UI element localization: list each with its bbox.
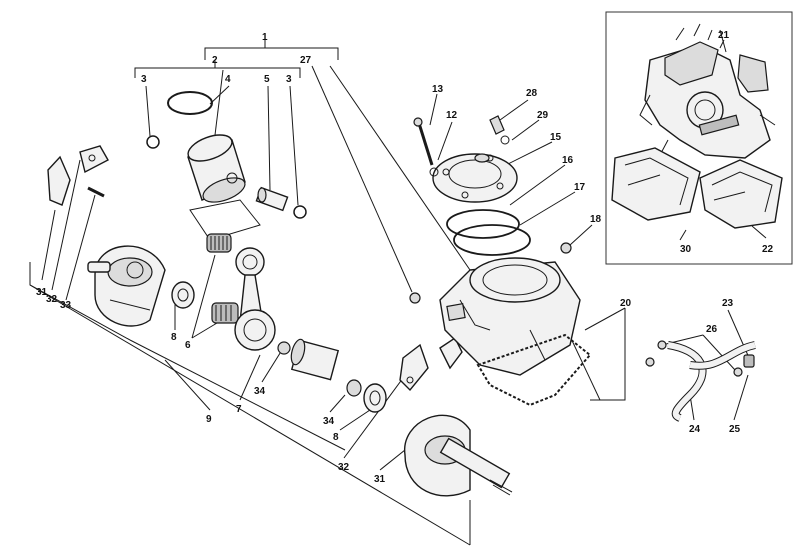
callout-label: 23 xyxy=(722,298,734,309)
callout-label: 34 xyxy=(323,416,335,427)
callout-label: 27 xyxy=(300,55,312,66)
needle-bearing-large xyxy=(211,302,239,324)
bearing-34 xyxy=(346,379,362,397)
crankshaft-right-half xyxy=(404,414,513,497)
callout-label: 26 xyxy=(706,324,718,335)
o-ring-16 xyxy=(446,209,520,239)
callout-label: 30 xyxy=(680,244,692,255)
callout-label: 6 xyxy=(185,340,191,351)
callout-label: 20 xyxy=(620,298,632,309)
callout-labels: 1 2 3 4 5 3 27 13 28 12 29 15 16 17 18 2… xyxy=(36,30,774,485)
hose-assembly xyxy=(645,340,756,422)
callout-label: 22 xyxy=(762,244,774,255)
callout-label: 28 xyxy=(526,88,538,99)
gasket-plate-right xyxy=(439,336,463,370)
thrust-washer-left xyxy=(171,281,195,309)
callout-label: 25 xyxy=(729,424,741,435)
seal-plate-left xyxy=(47,155,71,206)
callout-label: 3 xyxy=(141,74,147,85)
callout-label: 5 xyxy=(264,74,270,85)
o-ring-17 xyxy=(453,224,531,256)
oil-seal-27 xyxy=(409,292,421,304)
callout-label: 16 xyxy=(562,155,574,166)
thrust-washer-right xyxy=(363,383,387,413)
callout-label: 24 xyxy=(689,424,701,435)
callout-label: 8 xyxy=(171,332,177,343)
inset-panel xyxy=(605,11,793,265)
needle-bearing-small xyxy=(206,233,232,253)
callout-label: 32 xyxy=(46,294,58,305)
washer-12 xyxy=(429,167,439,177)
callout-label: 31 xyxy=(36,287,48,298)
callout-label: 9 xyxy=(206,414,212,425)
nut-18 xyxy=(560,242,572,254)
circlip-left xyxy=(146,135,160,149)
piston-ring-top xyxy=(167,91,213,115)
engine-assembly xyxy=(639,23,776,159)
callout-label: 18 xyxy=(590,214,602,225)
bolt-33 xyxy=(87,186,105,198)
head-bolt-13 xyxy=(416,119,434,166)
cylinder xyxy=(439,257,581,376)
seal-plate-right xyxy=(399,343,429,392)
callout-label: 29 xyxy=(537,110,549,121)
callout-label: 3 xyxy=(286,74,292,85)
callout-label: 31 xyxy=(374,474,386,485)
callout-label: 8 xyxy=(333,432,339,443)
callout-label: 2 xyxy=(212,55,218,66)
boot-right xyxy=(699,159,783,229)
callout-label: 13 xyxy=(432,84,444,95)
callout-label: 21 xyxy=(718,30,730,41)
callout-label: 15 xyxy=(550,132,562,143)
cylinder-head xyxy=(432,153,518,203)
washer-29 xyxy=(500,135,510,145)
piston-pin xyxy=(255,186,289,212)
washer-small xyxy=(277,341,291,355)
circlip-right xyxy=(293,205,307,219)
callout-label: 1 xyxy=(262,32,268,43)
callout-label: 7 xyxy=(236,404,242,415)
crank-pin xyxy=(290,338,340,381)
callout-label: 4 xyxy=(225,74,231,85)
callout-label: 12 xyxy=(446,110,458,121)
callout-label: 32 xyxy=(338,462,350,473)
base-gasket xyxy=(476,333,592,407)
reed-plate-left xyxy=(79,145,109,174)
piston xyxy=(187,134,246,203)
crankshaft-left-half xyxy=(87,245,166,327)
callout-label: 34 xyxy=(254,386,266,397)
boot-left xyxy=(611,147,701,221)
spark-plug-28 xyxy=(489,115,505,135)
callout-label: 33 xyxy=(60,300,72,311)
callout-label: 17 xyxy=(574,182,586,193)
connecting-rod xyxy=(234,247,276,351)
